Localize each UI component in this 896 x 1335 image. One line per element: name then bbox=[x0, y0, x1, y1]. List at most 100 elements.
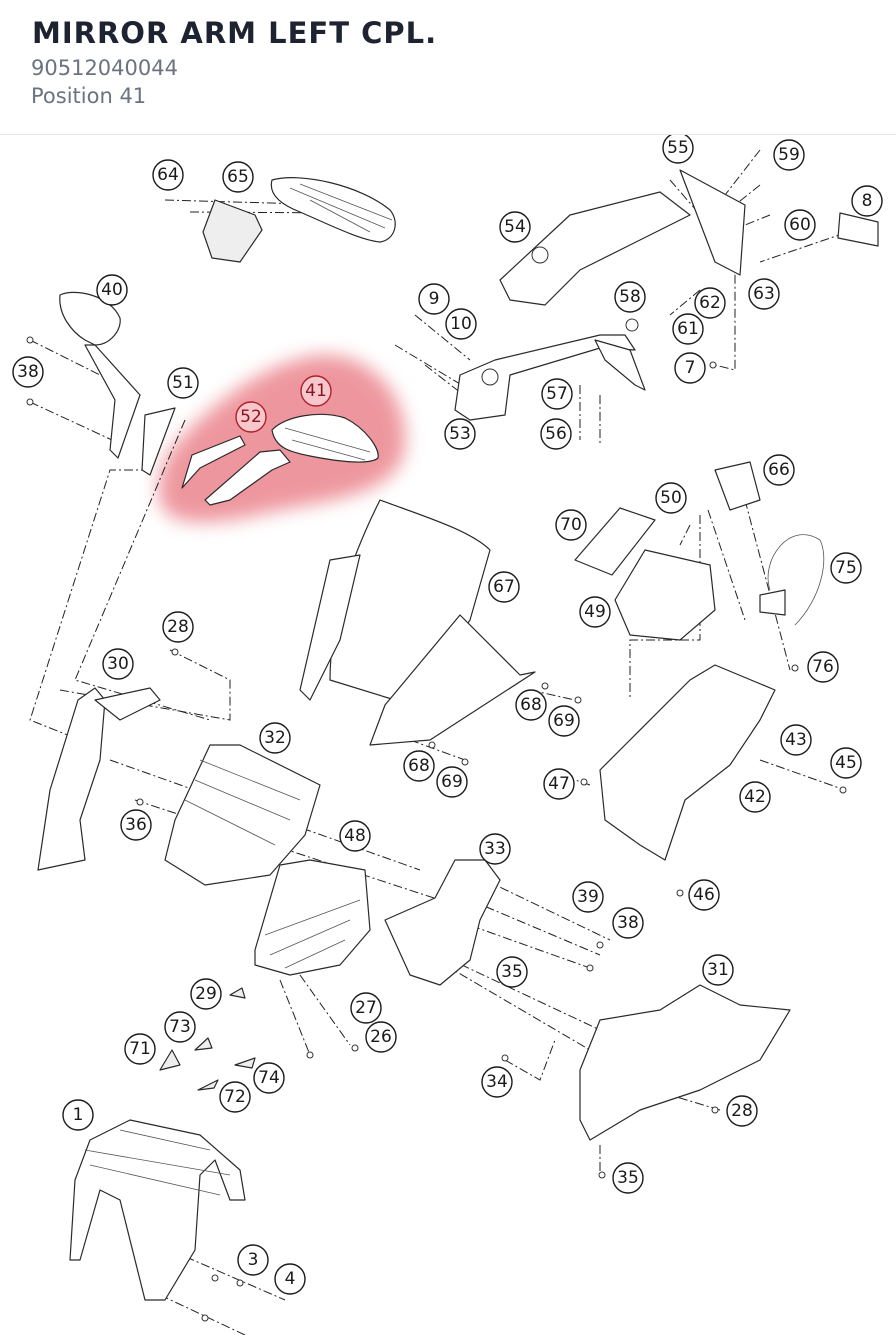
callout-59[interactable]: 59 bbox=[773, 139, 805, 171]
callout-38[interactable]: 38 bbox=[12, 356, 44, 388]
callout-74[interactable]: 74 bbox=[253, 1062, 285, 1094]
svg-text:60: 60 bbox=[789, 215, 811, 235]
svg-text:55: 55 bbox=[667, 138, 689, 158]
callout-60[interactable]: 60 bbox=[784, 209, 816, 241]
leader-lines bbox=[29, 149, 846, 1335]
svg-text:32: 32 bbox=[264, 728, 286, 748]
callout-45[interactable]: 45 bbox=[830, 747, 862, 779]
page-header: MIRROR ARM LEFT CPL. 90512040044 Positio… bbox=[0, 0, 896, 135]
svg-text:28: 28 bbox=[731, 1101, 753, 1121]
callout-69[interactable]: 69 bbox=[548, 705, 580, 737]
callout-75[interactable]: 75 bbox=[830, 552, 862, 584]
callout-66[interactable]: 66 bbox=[763, 454, 795, 486]
svg-text:67: 67 bbox=[493, 577, 515, 597]
callout-53[interactable]: 53 bbox=[444, 418, 476, 450]
callout-62[interactable]: 62 bbox=[694, 287, 726, 319]
callout-10[interactable]: 10 bbox=[445, 308, 477, 340]
callout-70[interactable]: 70 bbox=[555, 509, 587, 541]
callout-55[interactable]: 55 bbox=[662, 135, 694, 164]
svg-text:47: 47 bbox=[548, 774, 570, 794]
callout-1[interactable]: 1 bbox=[62, 1099, 94, 1131]
callout-73[interactable]: 73 bbox=[164, 1011, 196, 1043]
svg-text:73: 73 bbox=[169, 1017, 191, 1037]
callout-48[interactable]: 48 bbox=[339, 820, 371, 852]
callout-49[interactable]: 49 bbox=[579, 596, 611, 628]
callout-65[interactable]: 65 bbox=[222, 161, 254, 193]
callout-42[interactable]: 42 bbox=[739, 781, 771, 813]
callout-43[interactable]: 43 bbox=[780, 724, 812, 756]
callout-3[interactable]: 3 bbox=[237, 1244, 269, 1276]
svg-text:50: 50 bbox=[660, 488, 682, 508]
callout-61[interactable]: 61 bbox=[672, 313, 704, 345]
svg-text:68: 68 bbox=[408, 756, 430, 776]
svg-text:43: 43 bbox=[785, 730, 807, 750]
callout-38-lower[interactable]: 38 bbox=[612, 907, 644, 939]
svg-text:27: 27 bbox=[355, 998, 377, 1018]
svg-text:58: 58 bbox=[619, 287, 641, 307]
callout-68[interactable]: 68 bbox=[515, 689, 547, 721]
callout-69-lower[interactable]: 69 bbox=[436, 766, 468, 798]
callout-58[interactable]: 58 bbox=[614, 281, 646, 313]
svg-text:1: 1 bbox=[73, 1105, 84, 1125]
svg-text:70: 70 bbox=[560, 515, 582, 535]
callout-68-lower[interactable]: 68 bbox=[403, 750, 435, 782]
callout-28[interactable]: 28 bbox=[162, 611, 194, 643]
callout-7[interactable]: 7 bbox=[674, 352, 706, 384]
callout-41[interactable]: 41 bbox=[300, 375, 332, 407]
svg-text:41: 41 bbox=[305, 381, 327, 401]
callout-35-lower[interactable]: 35 bbox=[612, 1162, 644, 1194]
page-title: MIRROR ARM LEFT CPL. bbox=[32, 16, 438, 50]
callout-51[interactable]: 51 bbox=[167, 367, 199, 399]
svg-text:30: 30 bbox=[107, 654, 129, 674]
callout-63[interactable]: 63 bbox=[748, 278, 780, 310]
svg-text:48: 48 bbox=[344, 826, 366, 846]
callout-57[interactable]: 57 bbox=[541, 378, 573, 410]
svg-text:4: 4 bbox=[285, 1269, 296, 1289]
callout-36[interactable]: 36 bbox=[120, 809, 152, 841]
svg-text:63: 63 bbox=[753, 284, 775, 304]
callout-76[interactable]: 76 bbox=[807, 651, 839, 683]
callout-30[interactable]: 30 bbox=[102, 648, 134, 680]
callout-35[interactable]: 35 bbox=[496, 956, 528, 988]
callout-33[interactable]: 33 bbox=[479, 833, 511, 865]
callout-4[interactable]: 4 bbox=[274, 1263, 306, 1295]
callout-46[interactable]: 46 bbox=[688, 879, 720, 911]
svg-text:69: 69 bbox=[553, 711, 575, 731]
callout-47[interactable]: 47 bbox=[543, 768, 575, 800]
svg-text:53: 53 bbox=[449, 424, 471, 444]
callout-40[interactable]: 40 bbox=[96, 274, 128, 306]
svg-text:74: 74 bbox=[258, 1068, 280, 1088]
svg-text:69: 69 bbox=[441, 772, 463, 792]
callout-52[interactable]: 52 bbox=[235, 401, 267, 433]
svg-text:56: 56 bbox=[545, 424, 567, 444]
callout-8[interactable]: 8 bbox=[851, 185, 883, 217]
svg-text:42: 42 bbox=[744, 787, 766, 807]
callout-31[interactable]: 31 bbox=[702, 954, 734, 986]
callout-26[interactable]: 26 bbox=[365, 1021, 397, 1053]
svg-text:52: 52 bbox=[240, 407, 262, 427]
callout-64[interactable]: 64 bbox=[152, 159, 184, 191]
callout-67[interactable]: 67 bbox=[488, 571, 520, 603]
svg-text:38: 38 bbox=[17, 362, 39, 382]
callout-39[interactable]: 39 bbox=[572, 881, 604, 913]
svg-text:51: 51 bbox=[172, 373, 194, 393]
callout-9[interactable]: 9 bbox=[418, 283, 450, 315]
svg-text:66: 66 bbox=[768, 460, 790, 480]
svg-text:64: 64 bbox=[157, 165, 179, 185]
callout-72[interactable]: 72 bbox=[219, 1081, 251, 1113]
svg-text:35: 35 bbox=[617, 1168, 639, 1188]
callout-54[interactable]: 54 bbox=[499, 211, 531, 243]
svg-text:38: 38 bbox=[617, 913, 639, 933]
callout-56[interactable]: 56 bbox=[540, 418, 572, 450]
callout-32[interactable]: 32 bbox=[259, 722, 291, 754]
svg-text:75: 75 bbox=[835, 558, 857, 578]
callout-34[interactable]: 34 bbox=[481, 1066, 513, 1098]
callout-28-lower[interactable]: 28 bbox=[726, 1095, 758, 1127]
svg-text:9: 9 bbox=[429, 289, 440, 309]
callout-27[interactable]: 27 bbox=[350, 992, 382, 1024]
callout-29[interactable]: 29 bbox=[190, 978, 222, 1010]
svg-text:39: 39 bbox=[577, 887, 599, 907]
callout-71[interactable]: 71 bbox=[124, 1033, 156, 1065]
svg-text:35: 35 bbox=[501, 962, 523, 982]
callout-50[interactable]: 50 bbox=[655, 482, 687, 514]
